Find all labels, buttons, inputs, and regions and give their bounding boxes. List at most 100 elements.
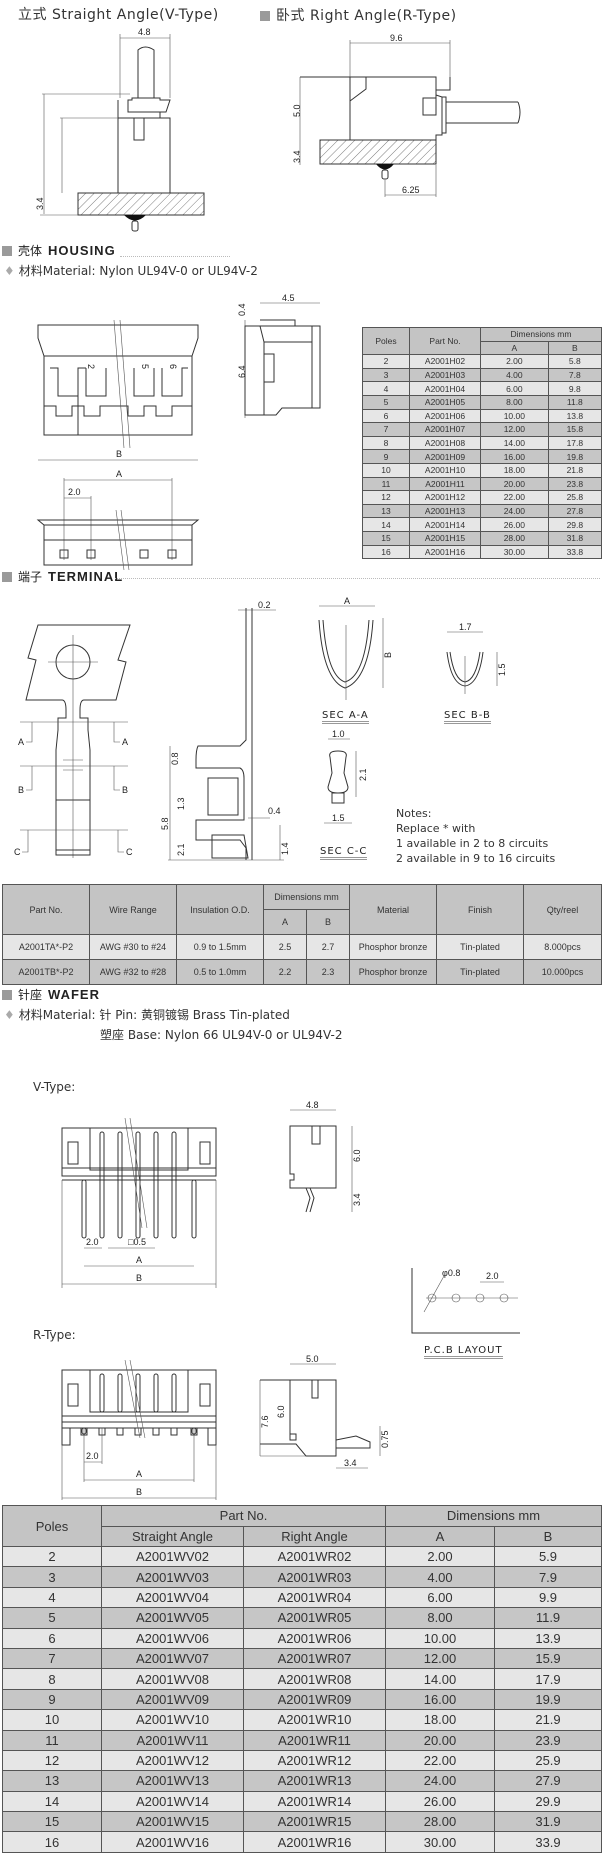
table-cell: 2.2 bbox=[263, 959, 307, 985]
table-cell: 25.8 bbox=[547, 490, 603, 505]
table-cell: 15.9 bbox=[494, 1647, 602, 1670]
dim-hole: φ0.8 bbox=[442, 1268, 460, 1278]
terminal-top-drawing: A A B B C C bbox=[14, 624, 133, 858]
pin-mark bbox=[171, 1131, 177, 1239]
table-cell: 30.00 bbox=[385, 1831, 495, 1853]
table-cell: A2001H14 bbox=[409, 517, 481, 532]
dim-15: 1.5 bbox=[332, 813, 345, 823]
table-cell: 14.00 bbox=[385, 1668, 495, 1690]
dim-width: 5.0 bbox=[306, 1354, 319, 1364]
table-cell: 28.00 bbox=[385, 1811, 495, 1833]
header-poles: Poles bbox=[2, 1505, 102, 1547]
dim-pcb: 3.4 bbox=[35, 197, 45, 210]
table-cell: 7 bbox=[2, 1647, 102, 1670]
section-aa-drawing: A B bbox=[318, 596, 393, 700]
section-cc-label: SEC C-C bbox=[320, 846, 368, 860]
table-cell: 22.00 bbox=[480, 490, 549, 505]
housing-material: ♦材料Material: Nylon UL94V-0 or UL94V-2 bbox=[4, 264, 258, 278]
table-cell: 2.5 bbox=[263, 934, 307, 960]
header-a: A bbox=[385, 1525, 495, 1547]
table-cell: A2001WV04 bbox=[101, 1586, 244, 1609]
table-cell: 2 bbox=[362, 354, 410, 369]
terminal-notes: Notes: Replace * with 1 available in 2 t… bbox=[396, 806, 555, 866]
table-cell: 25.9 bbox=[494, 1749, 602, 1772]
table-cell: A2001H04 bbox=[409, 381, 481, 396]
housing-front-drawing: 2 5 6 B A 2.0 bbox=[36, 319, 200, 571]
table-cell: Tin-plated bbox=[436, 934, 524, 960]
table-cell: A2001WR14 bbox=[243, 1790, 386, 1813]
table-cell: A2001H09 bbox=[409, 449, 481, 464]
table-cell: 26.00 bbox=[480, 517, 549, 532]
table-cell: 23.8 bbox=[547, 476, 603, 492]
section-aa-label: SEC A-A bbox=[322, 710, 369, 724]
table-cell: 13.8 bbox=[547, 408, 603, 424]
table-cell: Phosphor bronze bbox=[349, 959, 437, 985]
dim-top: 0.4 bbox=[237, 303, 247, 316]
notes-line: 2 available in 9 to 16 circuits bbox=[396, 852, 556, 865]
table-cell: A2001WV14 bbox=[101, 1790, 244, 1813]
table-cell: 16 bbox=[362, 544, 410, 560]
table-cell: 15.8 bbox=[547, 422, 603, 437]
table-cell: A2001WR02 bbox=[243, 1545, 386, 1568]
table-cell: 23.9 bbox=[494, 1729, 602, 1751]
pin-label-6: 6 bbox=[168, 364, 178, 369]
pin-mark bbox=[81, 1179, 87, 1239]
table-cell: 10.00 bbox=[480, 408, 549, 424]
straight-angle-mating-drawing: 4.8 3.4 bbox=[35, 27, 205, 232]
table-cell: 10 bbox=[2, 1709, 102, 1731]
table-cell: A2001WR16 bbox=[243, 1831, 386, 1853]
dim-pcb: 3.4 bbox=[292, 150, 302, 163]
table-cell: A2001TA*-P2 bbox=[2, 934, 90, 960]
dim-width: 9.6 bbox=[390, 33, 403, 43]
right-angle-title-text: 卧式 Right Angle(R-Type) bbox=[276, 8, 457, 24]
table-cell: 30.00 bbox=[480, 544, 549, 560]
table-cell: 11.9 bbox=[494, 1607, 602, 1629]
pin-stub-mark bbox=[116, 1427, 124, 1436]
housing-heading-cn: 壳体 bbox=[18, 244, 43, 258]
section-bullet-icon bbox=[2, 572, 12, 582]
table-cell: 5.9 bbox=[494, 1545, 602, 1568]
table-cell: A2001WR13 bbox=[243, 1770, 386, 1792]
pin-mark bbox=[117, 1131, 123, 1239]
table-cell: AWG #32 to #28 bbox=[89, 959, 177, 985]
table-cell: A2001WR09 bbox=[243, 1688, 386, 1711]
dim-b: B bbox=[136, 1273, 142, 1283]
wafer-material-pin-text: 材料Material: 针 Pin: 黄铜镀锡 Brass Tin-plated bbox=[18, 1008, 290, 1022]
dim-height: 5.0 bbox=[292, 104, 302, 117]
dim-width: 4.8 bbox=[306, 1100, 319, 1110]
table-cell: A2001WR06 bbox=[243, 1627, 386, 1649]
table-cell: 7.8 bbox=[547, 367, 603, 383]
table-cell: A2001WV13 bbox=[101, 1770, 244, 1792]
table-cell: A2001WR04 bbox=[243, 1586, 386, 1609]
wafer-material-base: 塑座 Base: Nylon 66 UL94V-0 or UL94V-2 bbox=[100, 1028, 343, 1042]
table-cell: A2001WR12 bbox=[243, 1749, 386, 1772]
pin-mark bbox=[99, 1131, 105, 1239]
dim-b: B bbox=[136, 1487, 142, 1497]
table-cell: 6.00 bbox=[480, 381, 549, 396]
table-cell: A2001H10 bbox=[409, 462, 481, 478]
terminal-side-drawing: 0.2 0.8 1.3 5.8 2.1 0.4 1.4 bbox=[160, 600, 290, 861]
header-finish: Finish bbox=[436, 884, 524, 935]
pin-stub-mark bbox=[170, 1427, 178, 1436]
table-cell: 2 bbox=[2, 1545, 102, 1568]
table-cell: Phosphor bronze bbox=[349, 934, 437, 960]
table-cell: A2001WV09 bbox=[101, 1688, 244, 1711]
solder-joint-icon bbox=[124, 215, 146, 221]
dim-width: 4.8 bbox=[138, 27, 151, 37]
table-cell: 4.00 bbox=[480, 367, 549, 383]
dim-height: 6.0 bbox=[352, 1149, 362, 1162]
header-straight-angle: Straight Angle bbox=[101, 1525, 244, 1547]
table-cell: 33.8 bbox=[547, 544, 603, 560]
table-cell: 10.000pcs bbox=[523, 959, 602, 985]
divider bbox=[120, 256, 230, 257]
